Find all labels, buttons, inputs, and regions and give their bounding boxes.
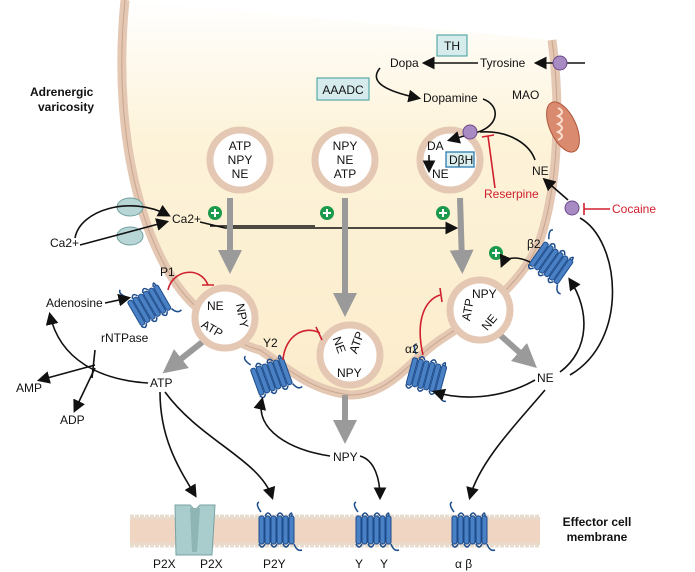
receptor-label: P2X — [153, 557, 176, 571]
net-transporter-icon — [564, 200, 580, 216]
p2x-channel-icon — [174, 504, 216, 556]
adp-label: ADP — [60, 413, 85, 427]
dbh-enzyme: DβH — [449, 153, 473, 167]
svg-text:NE: NE — [330, 335, 349, 355]
vesicle-1: ATP NPY NE — [206, 126, 274, 194]
svg-text:NE: NE — [207, 299, 224, 313]
ne-released-label: NE — [537, 371, 554, 385]
receptor-label: α β — [455, 557, 472, 571]
svg-text:NE: NE — [232, 167, 249, 181]
stimulation-plus-icon — [208, 206, 503, 260]
calcium-outside-label: Ca2+ — [50, 236, 79, 250]
aaadc-enzyme-box — [316, 77, 370, 101]
th-enzyme-box — [436, 34, 468, 57]
dopamine-label: Dopamine — [423, 91, 478, 105]
amp-label: AMP — [16, 381, 42, 395]
svg-text:NE: NE — [432, 167, 449, 181]
cocaine-label: Cocaine — [612, 202, 656, 216]
fused-vesicle-1: NE NPY ATP — [191, 284, 259, 352]
vmat-transporter-icon — [462, 124, 478, 140]
p1-label: P1 — [160, 265, 175, 279]
varicosity-title-line2: varicosity — [38, 100, 94, 114]
ne-cytosol-label: NE — [532, 164, 549, 178]
alpha2-label: α2 — [405, 342, 419, 356]
y2-label: Y2 — [263, 336, 278, 350]
mao-label: MAO — [512, 88, 539, 102]
receptor-label: P2X — [200, 557, 223, 571]
svg-text:NPY: NPY — [472, 287, 497, 301]
receptor-label: Y — [380, 557, 388, 571]
svg-text:DA: DA — [427, 139, 444, 153]
npy-label: NPY — [333, 450, 358, 464]
svg-text:ATP: ATP — [229, 139, 251, 153]
calcium-inside-label: Ca2+ — [172, 212, 201, 226]
receptor-label: Y — [355, 557, 363, 571]
atp-label: ATP — [150, 376, 172, 390]
effector-label-line2: membrane — [567, 530, 628, 544]
receptor-label: P2Y — [263, 557, 286, 571]
svg-text:NPY: NPY — [337, 366, 362, 380]
svg-text:ATP: ATP — [334, 167, 356, 181]
aaadc-label: AAADC — [322, 83, 364, 97]
tyrosine-transporter-icon — [552, 55, 568, 71]
svg-text:ATP: ATP — [459, 297, 477, 322]
beta2-label: β2 — [527, 237, 541, 251]
svg-text:NPY: NPY — [233, 302, 251, 329]
vesicle-2: NPY NE ATP — [311, 126, 379, 194]
adenosine-label: Adenosine — [46, 296, 103, 310]
varicosity-title-line1: Adrenergic — [30, 85, 94, 99]
fused-vesicle-2: NE ATP NPY — [316, 321, 384, 389]
fused-vesicle-3: ATP NPY NE — [446, 276, 514, 344]
effector-label-line1: Effector cell — [563, 515, 632, 529]
vesicle-3: DA NE DβH — [416, 126, 484, 194]
calcium-channel-icon — [116, 197, 144, 246]
reserpine-label: Reserpine — [484, 187, 539, 201]
svg-text:NE: NE — [337, 153, 354, 167]
dopa-label: Dopa — [390, 56, 419, 70]
th-label: TH — [444, 39, 460, 53]
svg-text:NPY: NPY — [333, 139, 358, 153]
rntpase-label: rNTPase — [101, 331, 149, 345]
tyrosine-label: Tyrosine — [480, 56, 526, 70]
mitochondrion-icon — [546, 101, 580, 153]
svg-text:NPY: NPY — [228, 153, 253, 167]
